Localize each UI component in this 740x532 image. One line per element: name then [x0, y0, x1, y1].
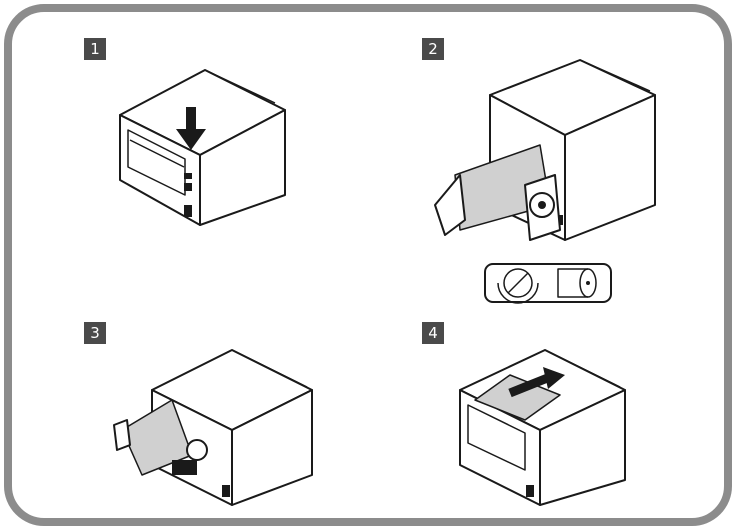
- step-2-illustration: [434, 59, 656, 241]
- step-1-badge: 1: [84, 38, 106, 60]
- printer-body: [119, 69, 286, 226]
- paper-roll: [434, 144, 561, 241]
- step-3-badge: 3: [84, 322, 106, 344]
- step-1-illustration: [119, 69, 286, 226]
- printer-body: [459, 349, 626, 506]
- paper-sheet: [474, 374, 561, 421]
- step-4-illustration: [459, 349, 626, 506]
- step-4-badge: 4: [422, 322, 444, 344]
- step-2-badge: 2: [422, 38, 444, 60]
- step-3-illustration: [113, 349, 313, 506]
- paper-orientation-icon: [484, 263, 612, 304]
- paper-sheet: [113, 399, 208, 476]
- down-arrow-icon: [176, 107, 206, 150]
- wrong-orientation-icon: [497, 268, 539, 304]
- correct-orientation-icon: [557, 268, 597, 298]
- curved-arrow-icon: [508, 367, 565, 398]
